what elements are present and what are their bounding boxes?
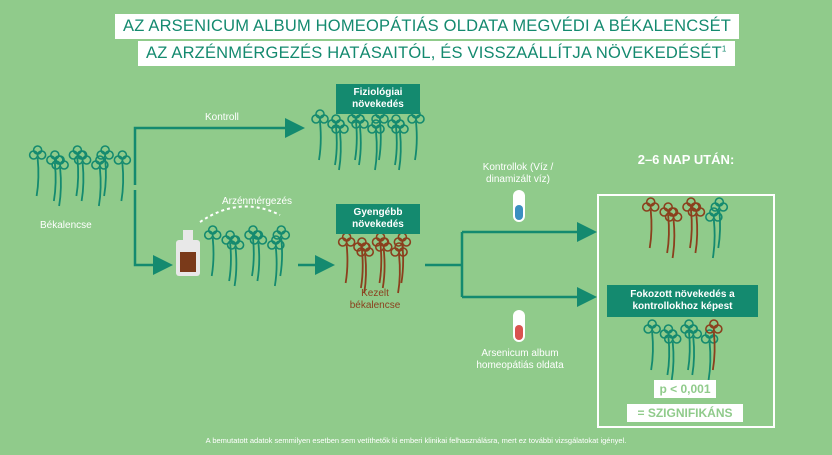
plants-control-result	[641, 197, 729, 259]
sprout	[664, 207, 683, 259]
result-heading: 2–6 NAP UTÁN:	[637, 152, 735, 167]
sprout	[96, 145, 114, 197]
plants-poisoned	[203, 225, 291, 287]
footnote-ref: 1	[721, 44, 727, 54]
test-tube-blue-icon	[513, 190, 525, 222]
plants-start	[28, 145, 132, 207]
arrow-split	[425, 230, 590, 299]
arrow-kontroll	[133, 118, 305, 185]
kontroll-label: Kontroll	[205, 112, 239, 123]
sprout	[226, 235, 245, 287]
title-line-2-text: AZ ARZÉNMÉRGEZÉS HATÁSAITÓL, ÉS VISSZAÁL…	[146, 44, 722, 62]
arsenicum-label: Arsenicum album homeopátiás oldata	[476, 348, 564, 371]
bottle-icon	[176, 230, 200, 276]
gyengebb-tag: Gyengébb növekedés	[336, 204, 420, 234]
arzen-label: Arzénmérgezés	[222, 196, 293, 207]
fiziologiai-tag: Fiziológiai növekedés	[336, 84, 420, 114]
sprout	[331, 119, 349, 171]
sprout	[393, 232, 412, 284]
kezelt-label: Kezelt békalencse	[349, 288, 401, 311]
sprout	[663, 329, 682, 381]
sprout	[687, 202, 706, 254]
sprout	[272, 225, 291, 277]
p-value: p < 0,001	[654, 380, 716, 398]
sprout	[700, 329, 719, 381]
sprout	[374, 237, 393, 289]
plants-treated	[337, 232, 412, 294]
sprout	[356, 242, 375, 294]
result-frame	[597, 194, 775, 428]
sprout	[705, 207, 723, 259]
sprout	[28, 145, 47, 197]
sprout	[91, 155, 109, 207]
title-line-2: AZ ARZÉNMÉRGEZÉS HATÁSAITÓL, ÉS VISSZAÁL…	[138, 41, 735, 66]
sprout	[311, 109, 329, 161]
sprout	[391, 119, 409, 171]
footnote: A bemutatott adatok semmilyen esetben se…	[205, 436, 627, 445]
sprout	[203, 225, 222, 277]
sprout	[249, 230, 268, 282]
sprout	[371, 109, 389, 161]
sprout	[643, 319, 661, 371]
sprout	[267, 235, 285, 287]
start-label: Békalencse	[40, 220, 92, 231]
fokozott-tag: Fokozott növekedés a kontrollokhoz képes…	[607, 285, 758, 317]
sprout	[710, 197, 729, 249]
plants-control	[311, 109, 425, 171]
curved-arrow	[199, 205, 281, 223]
sprout	[73, 150, 92, 202]
test-tube-red-icon	[513, 310, 525, 342]
significance-badge: = SZIGNIFIKÁNS	[627, 404, 743, 422]
title-line-1: AZ ARSENICUM ALBUM HOMEOPÁTIÁS OLDATA ME…	[115, 14, 740, 39]
arrow-arzen	[133, 190, 173, 275]
plants-arsenicum-result	[643, 319, 723, 381]
sprout	[367, 119, 385, 171]
sprout	[684, 324, 703, 376]
sprout	[337, 232, 356, 284]
sprout	[351, 114, 369, 166]
sprout	[113, 150, 132, 202]
sprout	[390, 242, 408, 294]
sprout	[51, 155, 69, 207]
kontrollok-label: Kontrollok (Víz / dinamizált víz)	[482, 162, 554, 185]
sprout	[641, 197, 660, 249]
sprout	[407, 109, 425, 161]
sprout	[221, 230, 239, 282]
sprout	[705, 319, 723, 371]
